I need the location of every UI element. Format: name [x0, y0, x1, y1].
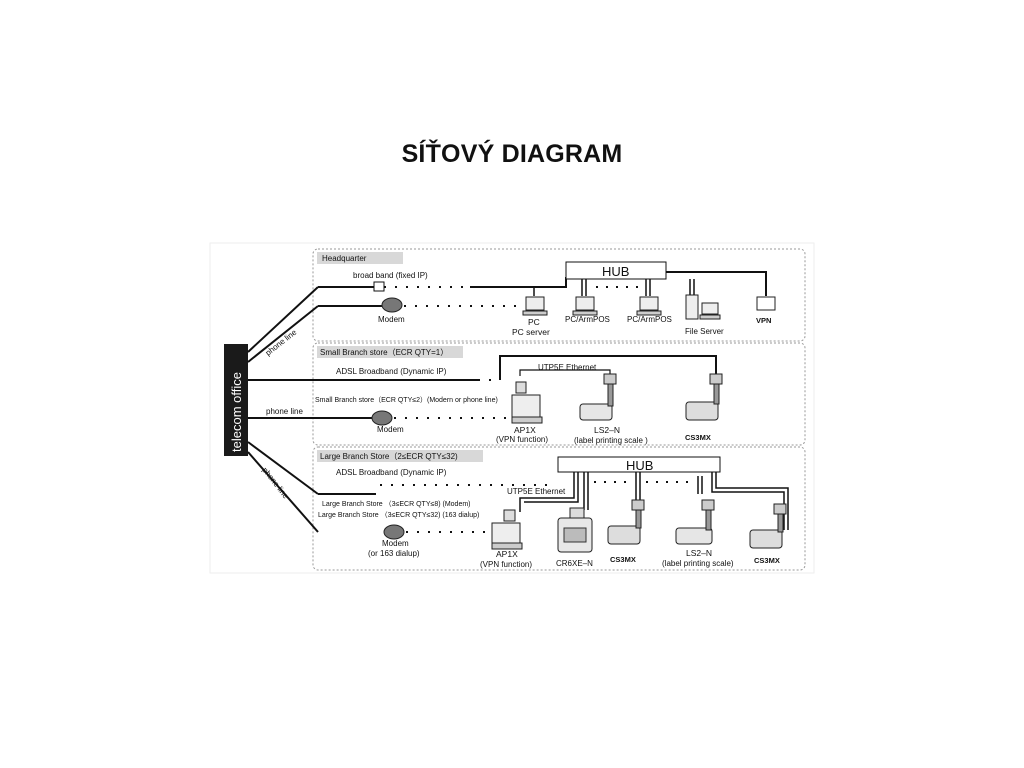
headquarter-box — [312, 248, 806, 342]
large-hub-label: HUB — [626, 458, 653, 473]
ap1x-large-icon — [491, 509, 523, 550]
large-modem-icon — [383, 524, 405, 540]
phone-line-small-label: phone line — [266, 407, 303, 416]
ls2n-large-icon — [675, 499, 715, 545]
ls2n-large-label: LS2–N — [686, 548, 712, 558]
large-modem-sub: (or 163 dialup) — [368, 549, 420, 558]
ap1x-large-label: AP1X — [496, 549, 518, 559]
ls2n-small-icon — [579, 373, 617, 421]
small-branch-tag-bg — [317, 346, 463, 358]
small-adsl-label: ADSL Broadband (Dynamic IP) — [336, 367, 447, 376]
large-store-line1: Large Branch Store （3≤ECR QTY≤8) (Modem) — [322, 500, 471, 508]
file-server-icon — [685, 294, 721, 320]
large-store-line2: Large Branch Store （3≤ECR QTY≤32) (163 d… — [318, 511, 479, 519]
hq-hub-label: HUB — [602, 264, 629, 279]
pc-server-icon — [522, 296, 548, 316]
pc-server-label: PC server — [512, 327, 550, 337]
hq-modem-icon — [381, 297, 403, 313]
small-modem-label: Modem — [377, 425, 404, 434]
armpos-2-label: PC/ArmPOS — [627, 315, 672, 324]
cs3mx-large-b-icon — [749, 503, 787, 549]
small-utp-label: UTP5E Ethernet — [538, 363, 597, 372]
hq-broadband-node — [373, 281, 385, 292]
trunk-lines — [247, 286, 478, 533]
hq-hub-drops — [533, 271, 767, 296]
small-modem-icon — [371, 410, 393, 426]
large-branch-box — [312, 446, 806, 571]
file-server-label: File Server — [685, 327, 724, 336]
armpos-1-label: PC/ArmPOS — [565, 315, 610, 324]
cr6xe-label: CR6XE–N — [556, 559, 593, 568]
ls2n-large-sub: (label printing scale) — [662, 559, 734, 568]
cs3mx-large-a-label: CS3MX — [610, 555, 636, 564]
large-utp-label: UTP5E Ethernet — [507, 487, 566, 496]
small-branch-box — [312, 342, 806, 446]
cs3mx-large-a-icon — [607, 499, 645, 545]
ls2n-small-sub: (label printing scale ) — [574, 436, 648, 445]
telecom-office-block — [224, 344, 248, 456]
pc-label: PC — [528, 317, 540, 327]
ap1x-small-label: AP1X — [514, 425, 536, 435]
ap1x-large-sub: (VPN function) — [480, 560, 532, 569]
large-hub — [557, 456, 721, 473]
hq-modem-label: Modem — [378, 315, 405, 324]
small-branch-tag: Small Branch store（ECR QTY=1） — [320, 348, 448, 357]
headquarter-tag-bg — [317, 252, 403, 264]
headquarter-tag: Headquarter — [322, 254, 367, 263]
slide-title: SÍŤOVÝ DIAGRAM — [401, 140, 623, 168]
ap1x-small-icon — [511, 381, 543, 424]
large-modem-label: Modem — [382, 539, 409, 548]
small-modem-line-label: Small Branch store（ECR QTY≤2）(Modern or … — [315, 396, 498, 404]
hq-hub — [565, 261, 667, 280]
cs3mx-small-icon — [685, 373, 723, 421]
cs3mx-large-b-label: CS3MX — [754, 556, 780, 565]
ap1x-small-sub: (VPN function) — [496, 435, 548, 444]
vpn-label: VPN — [756, 316, 771, 325]
cr6xe-icon — [557, 507, 593, 553]
armpos-1-icon — [572, 296, 598, 316]
cs3mx-small-label: CS3MX — [685, 433, 711, 442]
ls2n-small-label: LS2–N — [594, 425, 620, 435]
large-adsl-label: ADSL Broadband (Dynamic IP) — [336, 468, 447, 477]
vpn-icon — [756, 296, 776, 311]
large-branch-tag: Large Branch Store（2≤ECR QTY≤32) — [320, 452, 458, 461]
telecom-office-label: telecom office — [229, 372, 244, 452]
large-branch-tag-bg — [317, 450, 483, 462]
armpos-2-icon — [636, 296, 662, 316]
hq-broadband-label: broad band (fixed IP) — [353, 271, 428, 280]
